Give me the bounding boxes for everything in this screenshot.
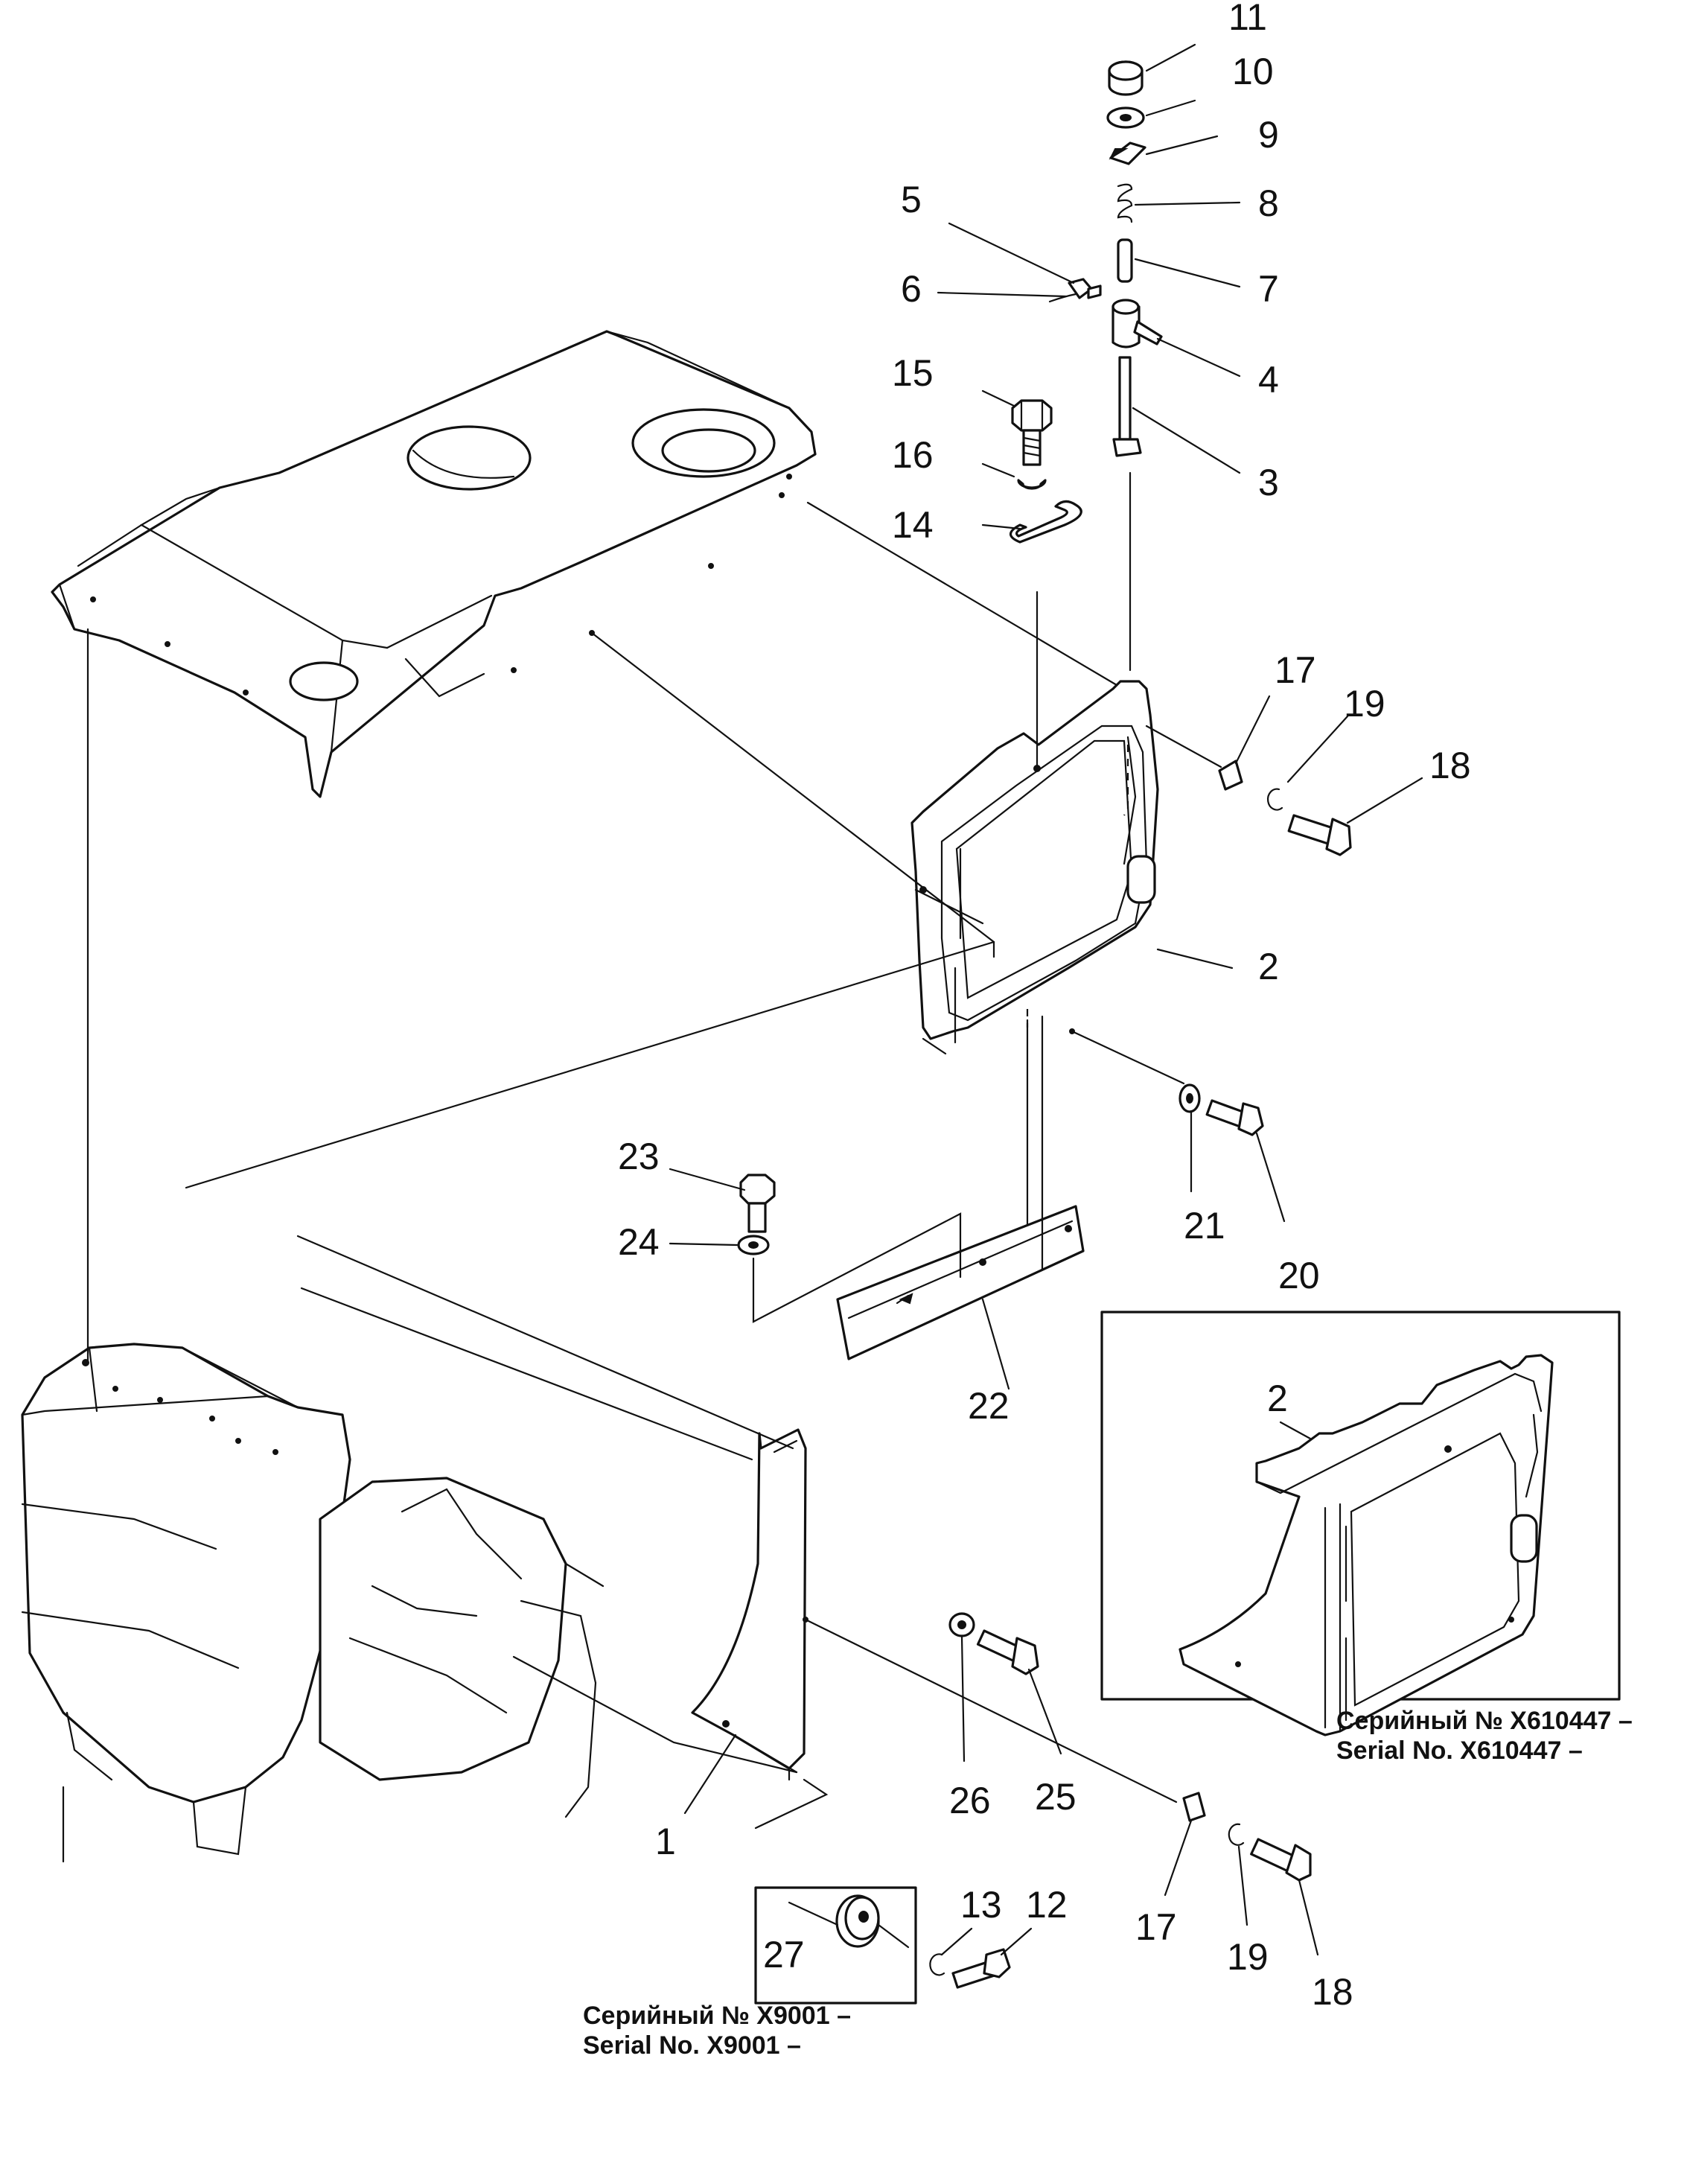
clip-17-upper: [1218, 760, 1243, 791]
clip-17-lower: [1182, 1792, 1206, 1822]
callout-27: 27: [763, 1934, 805, 1976]
callout-11: 11: [1228, 0, 1267, 38]
plate-9: [1109, 141, 1146, 165]
callout-18: 18: [1429, 745, 1471, 786]
callout-25: 25: [1035, 1776, 1077, 1818]
callout-22: 22: [968, 1385, 1010, 1427]
bolt-12: [951, 1948, 1011, 1989]
bracket-22: [836, 1205, 1085, 1360]
leader-lines: [669, 43, 1423, 1956]
serial-right-en: Serial No. X610447 –: [1336, 1736, 1583, 1765]
callout-16: 16: [892, 434, 934, 476]
hood-cover: [51, 330, 817, 798]
bolt-15: [1011, 399, 1053, 466]
callout-20: 20: [1278, 1255, 1320, 1296]
bolt-23: [739, 1174, 776, 1233]
callout-9: 9: [1258, 114, 1279, 156]
callout-10: 10: [1232, 51, 1274, 92]
clip-5-6: [1048, 278, 1102, 303]
bolt-25: [976, 1629, 1039, 1675]
serial-left-en: Serial No. X9001 –: [583, 2031, 801, 2060]
inset-guard-variant: [1100, 1311, 1621, 1736]
callout-21: 21: [1184, 1205, 1225, 1247]
serial-right-ru: Серийный № X610447 –: [1336, 1707, 1633, 1735]
radiator-guard-2: [910, 680, 1159, 1055]
bolt-3: [1118, 356, 1132, 441]
latch-pin-assembly: [1106, 60, 1163, 457]
serial-left-ru: Серийный № X9001 –: [583, 2002, 851, 2030]
callout-17: 17: [1275, 649, 1316, 691]
callout-26: 26: [949, 1780, 991, 1821]
serial-notes: Серийный № X610447 – Serial No. X610447 …: [583, 1707, 1633, 2060]
pin-7: [1117, 238, 1133, 283]
callout-4: 4: [1258, 359, 1279, 401]
callout-18-lower: 18: [1312, 1971, 1353, 2013]
lever-4: [1111, 305, 1141, 348]
callout-14: 14: [892, 504, 934, 546]
callout-19: 19: [1344, 683, 1385, 725]
callout-12: 12: [1026, 1884, 1068, 1926]
bolt-18-upper: [1287, 814, 1352, 856]
callout-3: 3: [1258, 462, 1279, 503]
spring-8: [1117, 183, 1133, 223]
callout-19-lower: 19: [1227, 1936, 1269, 1978]
callout-2: 2: [1258, 946, 1279, 987]
rubber-grommet: [1126, 855, 1156, 904]
callout-2-inset: 2: [1267, 1378, 1288, 1419]
callout-15: 15: [892, 352, 934, 394]
callout-13: 13: [960, 1884, 1002, 1926]
callout-1: 1: [655, 1821, 676, 1862]
s-hook-14: [1009, 500, 1082, 544]
callout-5: 5: [901, 179, 922, 220]
inset-grommet-27: [754, 1886, 917, 2005]
side-panel-1: [691, 1428, 808, 1781]
engine-housing: [21, 1343, 605, 1863]
bolt-20: [1205, 1099, 1264, 1136]
spring-washer-16: [1017, 479, 1047, 490]
callout-6: 6: [901, 268, 922, 310]
bolt-18-lower: [1250, 1838, 1312, 1882]
callout-23: 23: [618, 1136, 660, 1177]
callout-24: 24: [618, 1221, 660, 1263]
callout-labels: 11 10 9 8 5 6 7 4 15 16 3 14 17 19 18 2 …: [618, 0, 1471, 2013]
callout-17-lower: 17: [1135, 1906, 1177, 1948]
callout-7: 7: [1258, 268, 1279, 310]
callout-8: 8: [1258, 182, 1279, 224]
